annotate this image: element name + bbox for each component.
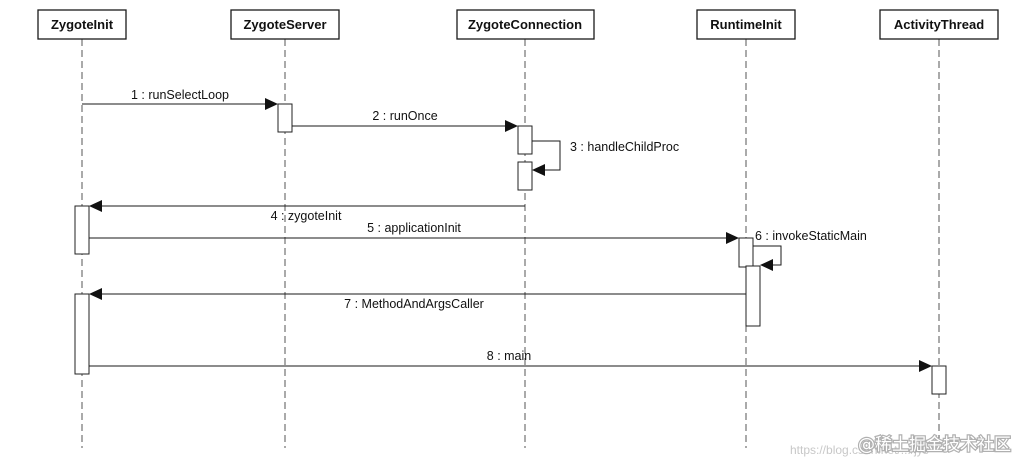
message-1: 1 : runSelectLoop [82,88,278,110]
message-5: 5 : applicationInit [89,221,739,244]
participant-zygote-connection: ZygoteConnection [456,9,595,40]
message-8: 8 : main [89,349,932,372]
message-7: 7 : MethodAndArgsCaller [89,288,746,311]
message-label: 7 : MethodAndArgsCaller [344,297,484,311]
activation-zygote-init-1 [74,205,90,255]
message-label: 3 : handleChildProc [570,140,679,154]
arrow-right-icon [919,360,932,372]
participant-activity-thread: ActivityThread [879,9,999,40]
message-label: 1 : runSelectLoop [131,88,229,102]
message-label: 4 : zygoteInit [271,209,342,223]
watermark: https://blog.csdn.net/.../jys @稀土掘金技术社区 … [790,434,1012,457]
message-2: 2 : runOnce [292,109,518,132]
message-6: 6 : invokeStaticMain [753,229,867,271]
message-label: 5 : applicationInit [367,221,461,235]
participant-runtime-init: RuntimeInit [696,9,796,40]
arrow-left-icon [89,200,102,212]
activation-zygote-server [277,103,293,133]
watermark-url: https://blog.csdn.net/.../jys [790,443,929,457]
participant-label: ZygoteConnection [468,17,582,32]
participant-label: RuntimeInit [710,17,782,32]
arrow-right-icon [726,232,739,244]
message-label: 6 : invokeStaticMain [755,229,867,243]
activation-zygote-connection-2 [517,161,533,191]
participant-label: ZygoteServer [243,17,326,32]
arrow-right-icon [265,98,278,110]
message-label: 2 : runOnce [372,109,437,123]
participant-zygote-init: ZygoteInit [37,9,127,40]
watermark-brand: @稀土掘金技术社区 [858,435,1011,455]
participant-label: ZygoteInit [51,17,114,32]
arrow-right-icon [505,120,518,132]
message-label: 8 : main [487,349,532,363]
arrow-left-icon [760,259,773,271]
watermark-brand-outline: @稀土掘金技术社区 [858,435,1011,455]
activation-zygote-init-2 [74,293,90,375]
activation-zygote-connection-1 [517,125,533,155]
participant-label: ActivityThread [894,17,984,32]
arrow-left-icon [532,164,545,176]
message-3: 3 : handleChildProc [532,140,679,176]
message-4: 4 : zygoteInit [89,200,525,223]
arrow-left-icon [89,288,102,300]
activation-activity-thread [931,365,947,395]
participant-zygote-server: ZygoteServer [230,9,340,40]
activation-runtime-init-1 [738,237,754,268]
activation-runtime-init-2 [745,265,761,327]
